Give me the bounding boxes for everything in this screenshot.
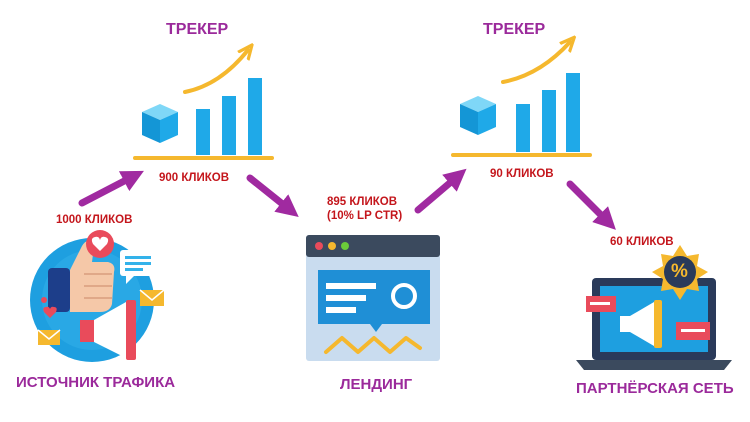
flow-arrow	[246, 174, 299, 217]
tracker-title: ТРЕКЕР	[483, 21, 546, 38]
landing-page-icon	[306, 235, 440, 361]
partner-network-icon	[576, 245, 732, 370]
source-clicks-count: 1000 КЛИКОВ	[56, 214, 133, 226]
tracker-clicks-count: 90 КЛИКОВ	[490, 168, 554, 180]
tracker-clicks-count: 900 КЛИКОВ	[159, 172, 230, 184]
network-label: ПАРТНЁРСКАЯ СЕТЬ	[576, 380, 734, 397]
landing-ctr: (10% LP CTR)	[327, 210, 403, 222]
flow-arrow	[414, 168, 467, 214]
tracker-chart-icon	[133, 50, 274, 160]
traffic-source-icon	[30, 230, 165, 362]
tracker-title: ТРЕКЕР	[166, 21, 229, 38]
percent-badge-symbol: %	[671, 261, 688, 282]
landing-clicks-count: 895 КЛИКОВ	[327, 196, 398, 208]
flow-arrow	[78, 170, 144, 207]
flow-arrow	[566, 180, 616, 230]
network-clicks-count: 60 КЛИКОВ	[610, 236, 674, 248]
source-label: ИСТОЧНИК ТРАФИКА	[16, 374, 176, 391]
tracker-chart-icon	[451, 42, 592, 157]
landing-label: ЛЕНДИНГ	[340, 376, 413, 393]
